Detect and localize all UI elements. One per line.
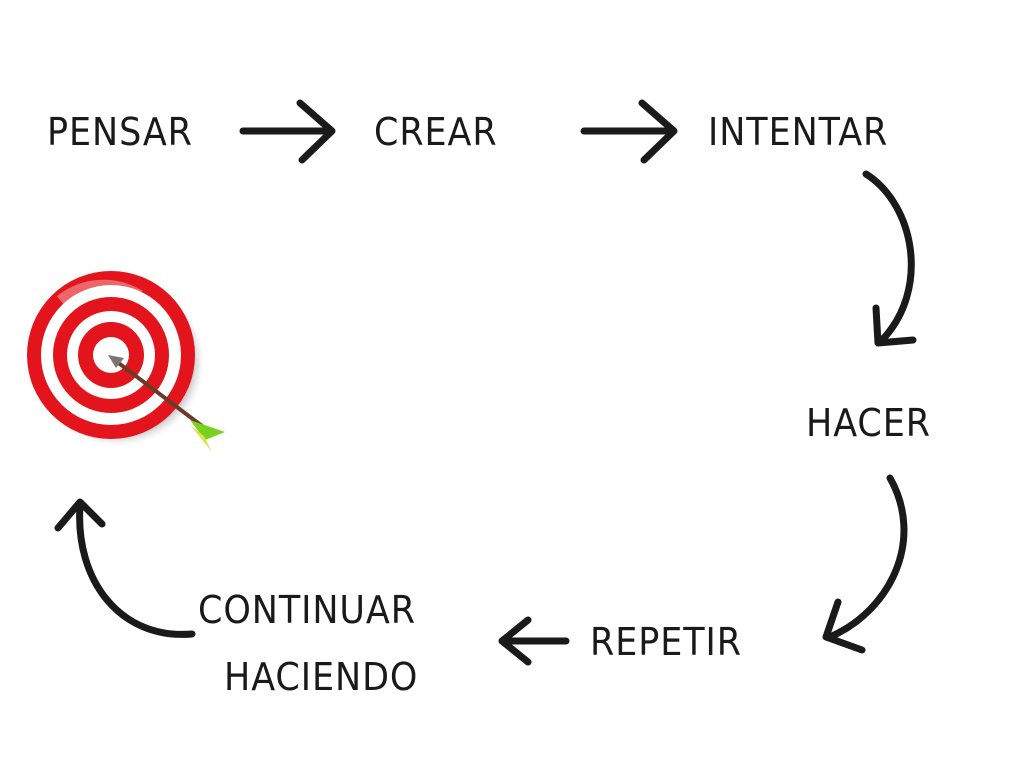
step-pensar: PENSAR [47, 110, 193, 154]
arrow-curved-down-icon [862, 170, 917, 347]
arrow-curved-down-icon [822, 474, 908, 654]
arrow-in-target-icon [108, 355, 225, 452]
arrow-left-icon [498, 616, 570, 666]
step-repetir: REPETIR [590, 620, 742, 664]
step-crear: CREAR [374, 110, 498, 154]
target-icon [27, 271, 204, 446]
arrow-right-icon [580, 99, 678, 164]
step-haciendo: HACIENDO [224, 655, 419, 699]
step-hacer: HACER [806, 401, 931, 445]
step-continuar: CONTINUAR [198, 588, 416, 632]
arrow-curved-up-icon [54, 498, 196, 638]
arrow-right-icon [239, 99, 336, 164]
step-intentar: INTENTAR [708, 110, 889, 154]
